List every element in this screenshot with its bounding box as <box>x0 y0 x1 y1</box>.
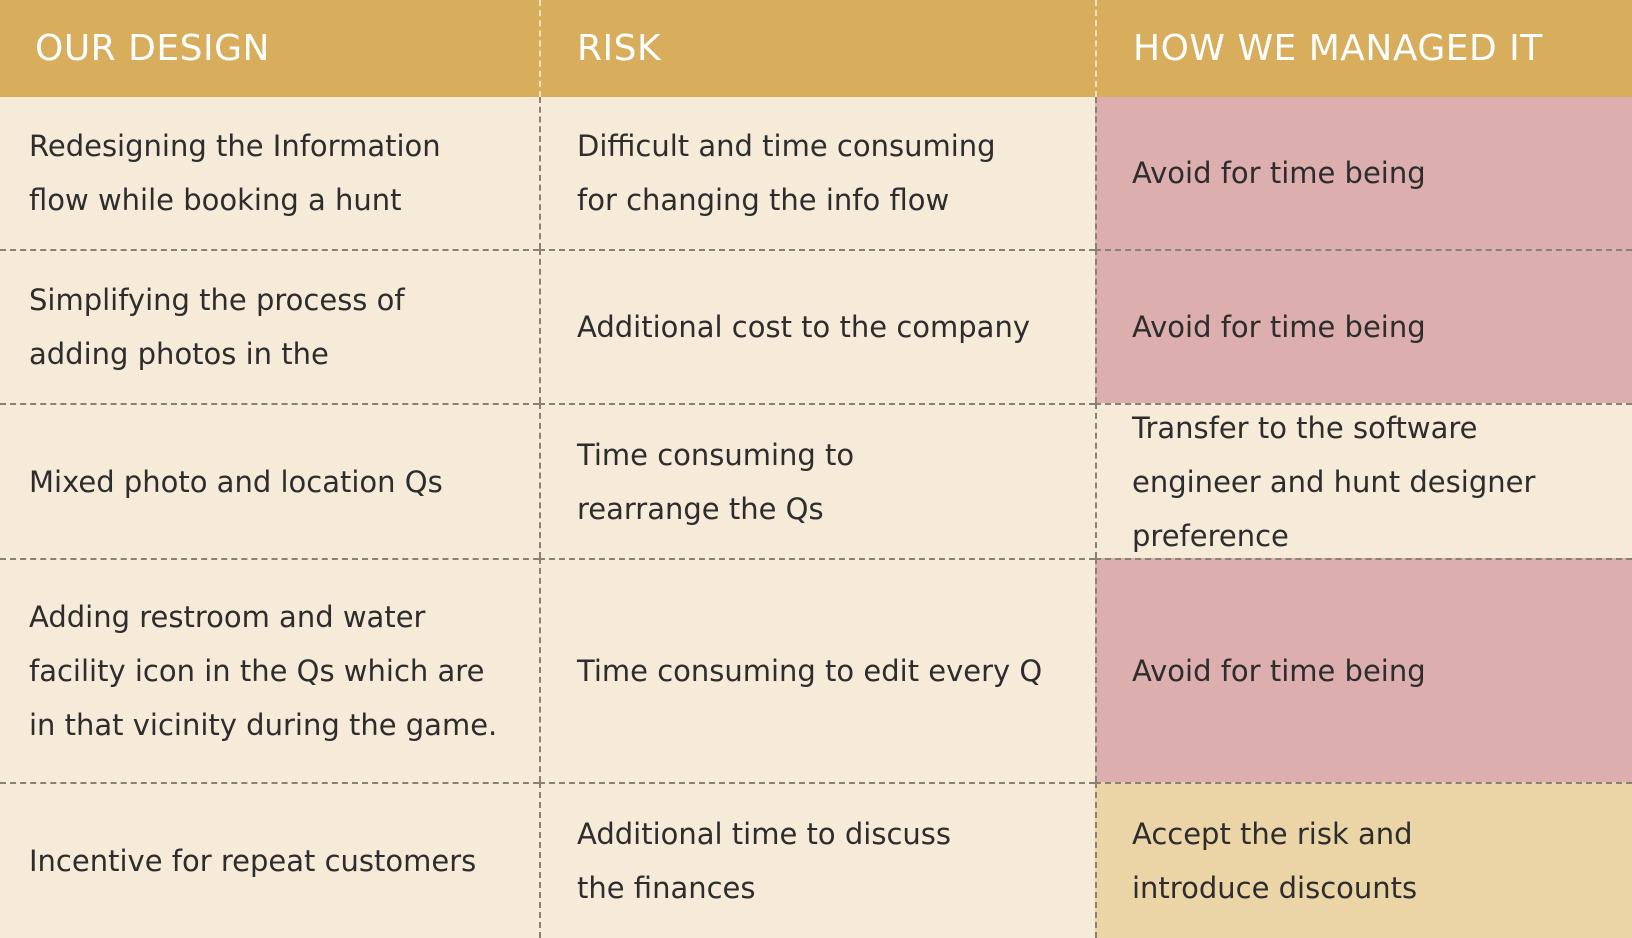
table-row-1-design: Redesigning the Information flow while b… <box>0 97 539 249</box>
risk-text: Difficult and time consuming for changin… <box>577 129 996 217</box>
table-row-1-management: Avoid for time being <box>1095 97 1632 249</box>
risk-text: Additional cost to the company <box>577 310 1030 344</box>
table-row-5-design: Incentive for repeat customers <box>0 782 539 938</box>
management-text: Avoid for time being <box>1132 654 1426 688</box>
management-text: Avoid for time being <box>1132 156 1426 190</box>
design-text: Mixed photo and location Qs <box>29 464 443 499</box>
table-row-3-design: Mixed photo and location Qs <box>0 403 539 558</box>
table-row-5-management: Accept the risk and introduce discounts <box>1095 782 1632 938</box>
table-row-4-management: Avoid for time being <box>1095 558 1632 782</box>
header-how-we-managed-it: HOW WE MANAGED IT <box>1095 0 1632 97</box>
design-text: Redesigning the Information flow while b… <box>29 129 441 217</box>
table-row-4-design: Adding restroom and water facility icon … <box>0 558 539 782</box>
management-text: Transfer to the software engineer and hu… <box>1132 410 1536 553</box>
header-our-design: OUR DESIGN <box>0 0 539 97</box>
design-text: Adding restroom and water facility icon … <box>29 600 498 742</box>
table-row-2-design: Simplifying the process of adding photos… <box>0 249 539 403</box>
table-row-3-management: Transfer to the software engineer and hu… <box>1095 403 1632 558</box>
table-row-1-risk: Difficult and time consuming for changin… <box>539 97 1095 249</box>
table-row-2-management: Avoid for time being <box>1095 249 1632 403</box>
risk-text: Time consuming to edit every Q <box>577 654 1043 688</box>
table-row-3-risk: Time consuming to rearrange the Qs <box>539 403 1095 558</box>
risk-text: Additional time to discuss the finances <box>577 817 951 905</box>
management-text: Avoid for time being <box>1132 310 1426 344</box>
design-text: Incentive for repeat customers <box>29 844 477 878</box>
design-text: Simplifying the process of adding photos… <box>29 283 405 371</box>
risk-text: Time consuming to rearrange the Qs <box>577 437 855 526</box>
table-row-2-risk: Additional cost to the company <box>539 249 1095 403</box>
management-text: Accept the risk and introduce discounts <box>1132 817 1418 905</box>
header-risk: RISK <box>539 0 1095 97</box>
table-row-5-risk: Additional time to discuss the finances <box>539 782 1095 938</box>
table-row-4-risk: Time consuming to edit every Q <box>539 558 1095 782</box>
